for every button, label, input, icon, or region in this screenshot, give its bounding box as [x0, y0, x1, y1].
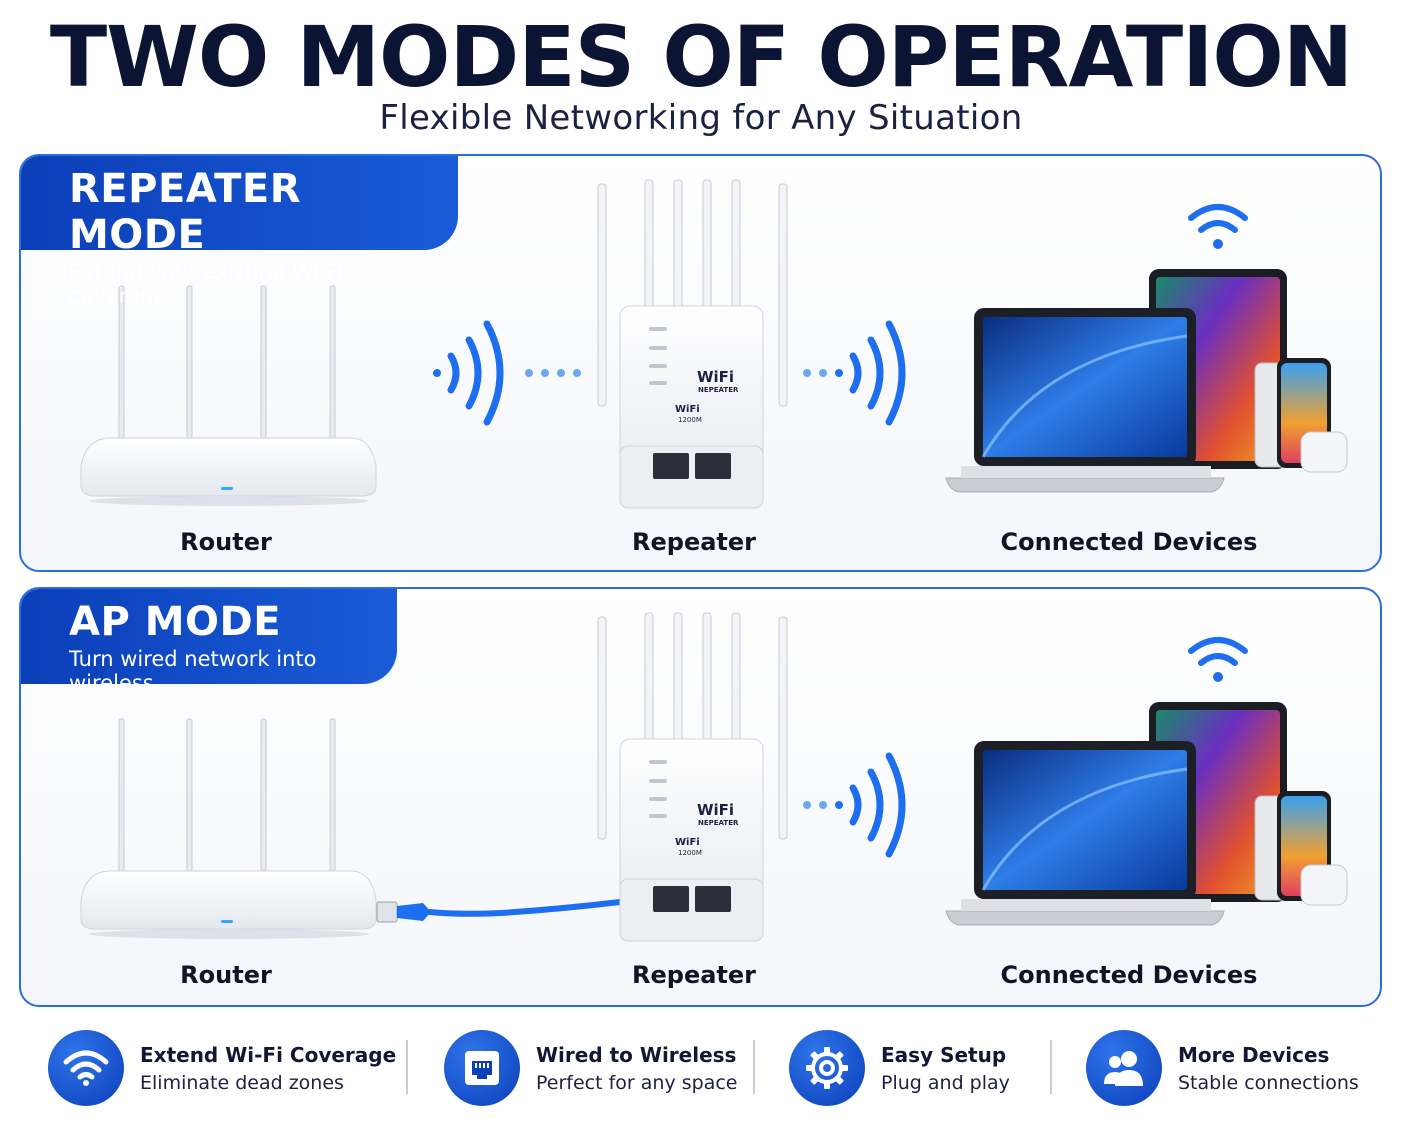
divider: [406, 1040, 408, 1094]
repeater-logo-speed: 1200M: [678, 849, 702, 857]
repeater-mode-description: Extend your existing Wi-Fi coverage: [69, 260, 343, 308]
dots-left-icon: [525, 369, 581, 377]
dots-right-icon: [803, 801, 827, 809]
wifi-signal-icon: [1188, 637, 1248, 682]
repeater-label: Repeater: [632, 961, 756, 989]
ap-mode-title: AP MODE: [69, 599, 282, 645]
feature-easy-setup: Easy Setup Plug and play: [789, 1028, 1010, 1108]
ethernet-cable-icon: [376, 899, 623, 923]
ap-mode-description: Turn wired network into wireless: [69, 647, 317, 695]
wifi-icon: [48, 1030, 124, 1106]
feature-row: Extend Wi-Fi Coverage Eliminate dead zon…: [0, 1022, 1402, 1122]
signal-waves-right-icon: [835, 320, 906, 426]
connected-devices-icon: [945, 269, 1348, 493]
repeater-device-icon: [597, 612, 788, 942]
repeater-logo-main: WiFi: [697, 368, 735, 386]
gear-icon: [789, 1030, 865, 1106]
ap-mode-panel: AP MODE Turn wired network into wireless…: [19, 587, 1382, 1007]
feature-title: More Devices: [1178, 1042, 1330, 1067]
repeater-mode-illustration: [80, 179, 1348, 509]
router-icon: [80, 285, 377, 506]
repeater-device-icon: [597, 179, 788, 509]
repeater-logo-small: WiFi: [675, 837, 700, 848]
feature-title: Easy Setup: [881, 1042, 1007, 1067]
repeater-logo-speed: 1200M: [678, 416, 702, 424]
router-label: Router: [180, 528, 272, 556]
connected-devices-label: Connected Devices: [1000, 961, 1258, 989]
signal-waves-right-icon: [835, 752, 906, 858]
ethernet-port-icon: [444, 1030, 520, 1106]
subtitle: Flexible Networking for Any Situation: [379, 98, 1023, 138]
repeater-logo-small: WiFi: [675, 404, 700, 415]
feature-extend-coverage: Extend Wi-Fi Coverage Eliminate dead zon…: [48, 1028, 396, 1108]
divider: [1050, 1040, 1052, 1094]
repeater-mode-title: REPEATER MODE: [69, 166, 302, 258]
ap-mode-illustration: [80, 612, 1348, 942]
repeater-mode-header: REPEATER MODE Extend your existing Wi-Fi…: [21, 156, 458, 308]
feature-subtitle: Eliminate dead zones: [140, 1071, 344, 1094]
repeater-logo-main: WiFi: [697, 801, 735, 819]
feature-more-devices: More Devices Stable connections: [1086, 1028, 1359, 1108]
wifi-signal-icon: [1188, 204, 1248, 249]
router-icon: [80, 718, 377, 939]
divider: [753, 1040, 755, 1094]
feature-subtitle: Stable connections: [1178, 1071, 1359, 1094]
repeater-logo-sub: NEPEATER: [698, 386, 739, 394]
dots-right-icon: [803, 369, 827, 377]
feature-title: Wired to Wireless: [536, 1042, 737, 1067]
repeater-logo-sub: NEPEATER: [698, 819, 739, 827]
connected-devices-label: Connected Devices: [1000, 528, 1258, 556]
repeater-mode-panel: REPEATER MODE Extend your existing Wi-Fi…: [19, 154, 1382, 572]
repeater-label: Repeater: [632, 528, 756, 556]
users-icon: [1086, 1030, 1162, 1106]
connected-devices-icon: [945, 702, 1348, 926]
feature-wired-to-wireless: Wired to Wireless Perfect for any space: [444, 1028, 737, 1108]
ap-mode-header: AP MODE Turn wired network into wireless: [21, 589, 397, 695]
feature-title: Extend Wi-Fi Coverage: [140, 1042, 397, 1067]
feature-subtitle: Plug and play: [881, 1071, 1010, 1094]
feature-subtitle: Perfect for any space: [536, 1071, 738, 1094]
main-title: TWO MODES OF OPERATION: [49, 8, 1353, 106]
signal-waves-left-icon: [433, 320, 504, 426]
router-label: Router: [180, 961, 272, 989]
